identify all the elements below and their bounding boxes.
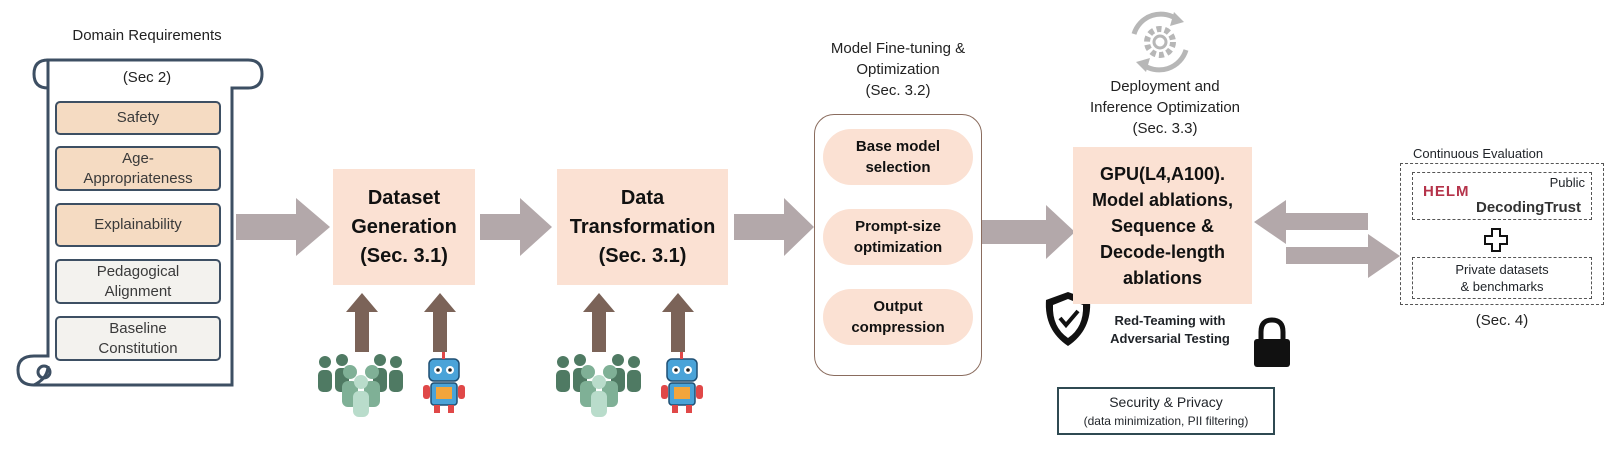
- plus-icon: [1484, 228, 1508, 252]
- step-label: Prompt-size optimization: [853, 218, 943, 256]
- public-benchmarks-box: Public HELM DecodingTrust: [1412, 172, 1592, 220]
- arrow-finetune-to-deploy: [982, 205, 1075, 259]
- security-privacy-box: Security & Privacy (data minimization, P…: [1057, 387, 1275, 435]
- requirement-label: Safety: [116, 109, 160, 126]
- domain-requirements-section: (Sec 2): [122, 69, 172, 86]
- arrow-req-to-dataset: [236, 198, 330, 256]
- step-base-model-selection: Base model selection: [823, 129, 973, 185]
- continuous-evaluation-title: Continuous Evaluation: [1413, 146, 1544, 161]
- helm-logo: HELM: [1423, 183, 1470, 200]
- arrow-up-2: [424, 293, 456, 352]
- requirement-explainability: Explainability: [55, 203, 221, 247]
- data-transformation-label: Data Transformation (Sec. 3.1): [569, 186, 716, 267]
- requirement-age-appropriateness: Age- Appropriateness: [55, 146, 221, 191]
- requirement-label: Age- Appropriateness: [83, 149, 193, 187]
- robot-icon: [423, 352, 465, 413]
- arrow-dataset-to-transform: [480, 198, 552, 256]
- domain-requirements-title: Domain Requirements (Sec 2): [40, 4, 254, 88]
- arrow-up-4: [662, 293, 694, 352]
- requirement-safety: Safety: [55, 101, 221, 135]
- private-label: Private datasets & benchmarks: [1455, 262, 1549, 294]
- dataset-generation-label: Dataset Generation (Sec. 3.1): [351, 186, 457, 267]
- step-label: Output compression: [851, 298, 945, 336]
- gear-cycle-icon: [1131, 11, 1189, 73]
- public-label: Public: [1549, 175, 1585, 190]
- private-benchmarks-box: Private datasets & benchmarks: [1412, 257, 1592, 299]
- requirement-pedagogical-alignment: Pedagogical Alignment: [55, 259, 221, 304]
- fine-tuning-container: Base model selection Prompt-size optimiz…: [814, 114, 982, 376]
- deployment-title: Deployment and Inference Optimization (S…: [1089, 78, 1241, 137]
- step-prompt-size-optimization: Prompt-size optimization: [823, 209, 973, 265]
- fine-tuning-title: Model Fine-tuning & Optimization (Sec. 3…: [830, 40, 966, 99]
- people-group-icon: [556, 354, 641, 417]
- dataset-generation-box: Dataset Generation (Sec. 3.1): [333, 169, 475, 285]
- arrow-deploy-to-eval: [1286, 234, 1400, 278]
- requirement-baseline-constitution: Baseline Constitution: [55, 316, 221, 361]
- requirement-label: Pedagogical Alignment: [96, 262, 180, 300]
- requirement-label: Explainability: [94, 216, 182, 233]
- people-group-icon: [318, 354, 403, 417]
- security-title: Security & Privacy: [1109, 394, 1223, 410]
- deployment-box-label: GPU(L4,A100). Model ablations, Sequence …: [1091, 163, 1233, 288]
- data-transformation-box: Data Transformation (Sec. 3.1): [557, 169, 728, 285]
- red-teaming-label: Red-Teaming with Adversarial Testing: [1110, 313, 1230, 346]
- requirement-label: Baseline Constitution: [98, 319, 178, 357]
- arrow-eval-to-deploy: [1254, 200, 1368, 244]
- input-arrows: [346, 293, 694, 352]
- arrow-up-1: [346, 293, 378, 352]
- step-label: Base model selection: [855, 138, 941, 176]
- domain-requirements-title-text: Domain Requirements: [72, 27, 222, 44]
- arrow-up-3: [583, 293, 615, 352]
- security-detail: (data minimization, PII filtering): [1083, 414, 1249, 428]
- shield-check-icon: [1045, 292, 1091, 346]
- robot-icon: [661, 352, 703, 413]
- deployment-box: GPU(L4,A100). Model ablations, Sequence …: [1073, 147, 1252, 304]
- padlock-icon: [1254, 317, 1290, 367]
- continuous-evaluation-container: [1400, 163, 1604, 305]
- evaluation-section: (Sec. 4): [1475, 312, 1529, 329]
- decodingtrust-label: DecodingTrust: [1475, 199, 1581, 216]
- flow-arrows: [236, 198, 1400, 278]
- arrow-transform-to-finetune: [734, 198, 814, 256]
- step-output-compression: Output compression: [823, 289, 973, 345]
